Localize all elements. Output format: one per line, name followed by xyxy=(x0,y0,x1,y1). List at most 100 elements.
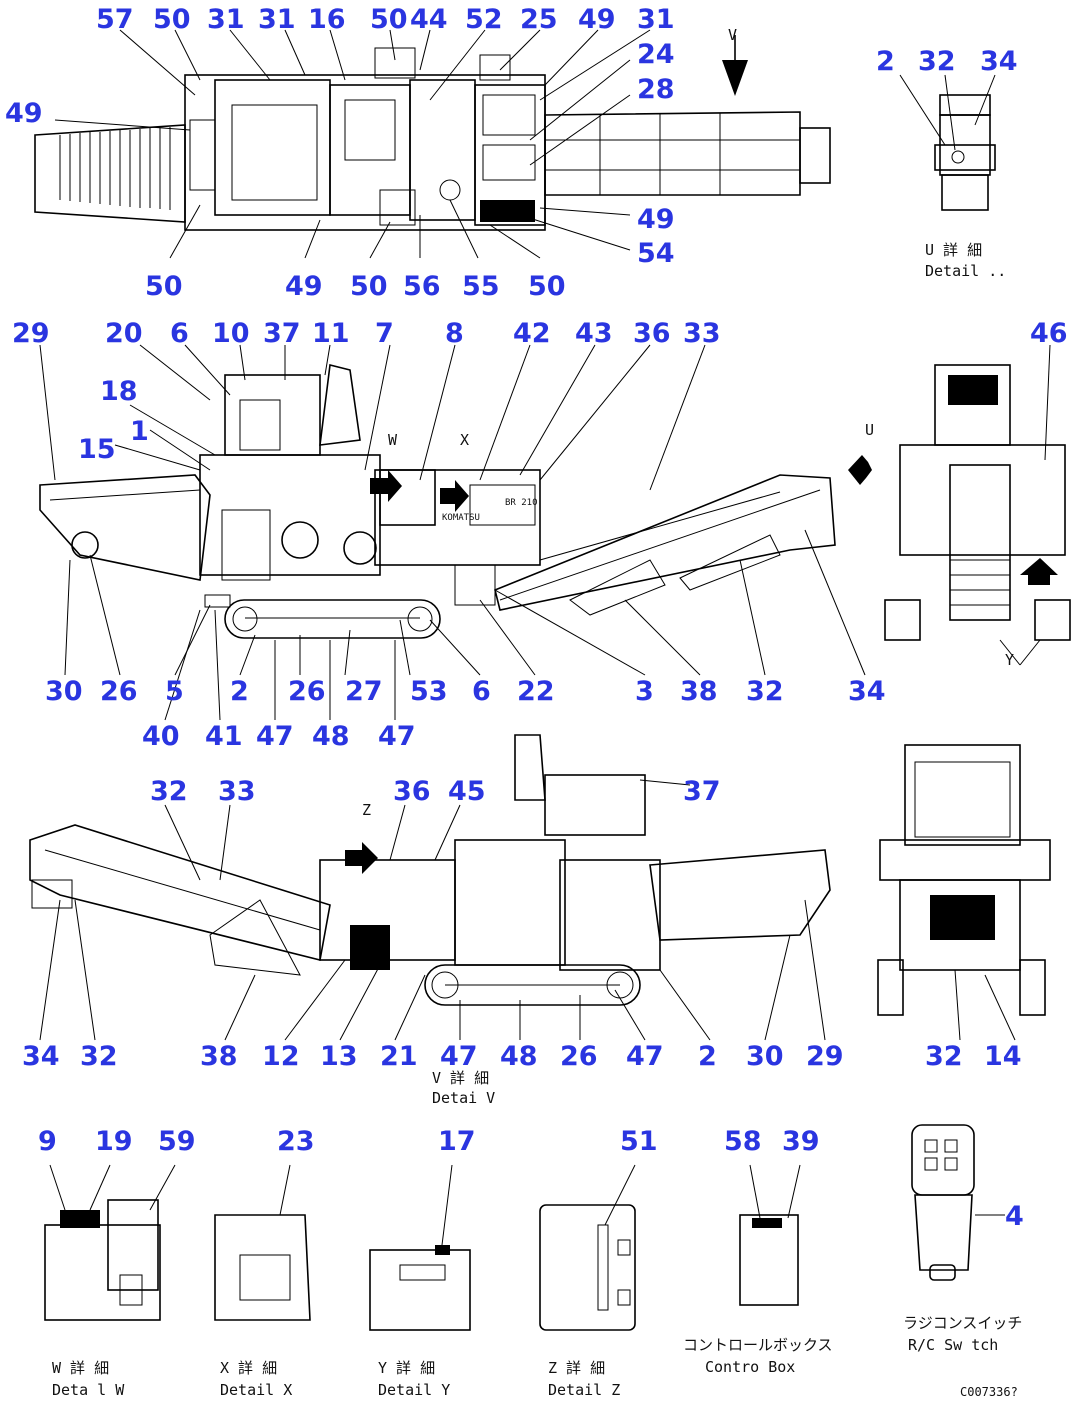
detail-w-drawing xyxy=(44,1164,176,1321)
callout-26: 26 xyxy=(100,676,138,707)
callout-40: 40 xyxy=(142,721,180,752)
callout-13: 13 xyxy=(320,1041,358,1072)
detail-w-caption-jp: W 詳 細 xyxy=(52,1359,109,1377)
top-view-drawing xyxy=(34,29,831,259)
callout-5: 5 xyxy=(165,676,184,707)
callout-36: 36 xyxy=(393,776,431,807)
callout-30: 30 xyxy=(746,1041,784,1072)
detail-x-caption-en: Detail X xyxy=(220,1381,292,1399)
view-marker-u: U xyxy=(865,421,874,439)
detail-z-caption-jp: Z 詳 細 xyxy=(548,1359,605,1377)
callout-3: 3 xyxy=(635,676,654,707)
callout-37: 37 xyxy=(683,776,721,807)
detail-z-drawing xyxy=(539,1164,636,1331)
callout-6: 6 xyxy=(472,676,491,707)
callout-28: 28 xyxy=(637,74,675,105)
callout-38: 38 xyxy=(200,1041,238,1072)
remote-caption-en: R/C Sw tch xyxy=(908,1336,998,1354)
side-view-2-drawing xyxy=(29,734,831,1041)
detail-u-caption-jp: U 詳 細 xyxy=(925,241,982,259)
callout-18: 18 xyxy=(100,376,138,407)
callout-50: 50 xyxy=(350,271,388,302)
callout-20: 20 xyxy=(105,318,143,349)
callout-32: 32 xyxy=(150,776,188,807)
callout-14: 14 xyxy=(984,1041,1022,1072)
callout-57: 57 xyxy=(96,4,134,35)
callout-2: 2 xyxy=(230,676,249,707)
callout-48: 48 xyxy=(500,1041,538,1072)
callout-49: 49 xyxy=(285,271,323,302)
callout-23: 23 xyxy=(277,1126,315,1157)
callout-22: 22 xyxy=(517,676,555,707)
remote-caption-jp: ラジコンスイッチ xyxy=(903,1314,1022,1332)
callout-34: 34 xyxy=(22,1041,60,1072)
callout-26: 26 xyxy=(288,676,326,707)
callout-41: 41 xyxy=(205,721,243,752)
detail-x-drawing xyxy=(214,1164,311,1321)
callout-6: 6 xyxy=(170,318,189,349)
callout-36: 36 xyxy=(633,318,671,349)
callout-32: 32 xyxy=(80,1041,118,1072)
callout-48: 48 xyxy=(312,721,350,752)
callout-25: 25 xyxy=(520,4,558,35)
callout-50: 50 xyxy=(145,271,183,302)
view-marker-z: Z xyxy=(362,801,371,819)
callout-50: 50 xyxy=(153,4,191,35)
callout-11: 11 xyxy=(312,318,350,349)
callout-30: 30 xyxy=(45,676,83,707)
machine-model-label: BR 210 xyxy=(505,498,538,508)
callout-31: 31 xyxy=(207,4,245,35)
callout-31: 31 xyxy=(258,4,296,35)
front-view-drawing xyxy=(848,344,1071,666)
callout-50: 50 xyxy=(370,4,408,35)
callout-7: 7 xyxy=(375,318,394,349)
detail-w-caption-en: Deta l W xyxy=(52,1381,125,1399)
detail-u-caption-en: Detail .. xyxy=(925,262,1006,280)
callout-50: 50 xyxy=(528,271,566,302)
callout-39: 39 xyxy=(782,1126,820,1157)
callout-32: 32 xyxy=(746,676,784,707)
callout-51: 51 xyxy=(620,1126,658,1157)
callout-38: 38 xyxy=(680,676,718,707)
callout-47: 47 xyxy=(256,721,294,752)
callout-49: 49 xyxy=(578,4,616,35)
callout-49: 49 xyxy=(5,98,43,129)
callout-1: 1 xyxy=(130,416,149,447)
callout-49: 49 xyxy=(637,204,675,235)
detail-u-drawing xyxy=(899,74,996,211)
detail-x-caption-jp: X 詳 細 xyxy=(220,1359,277,1377)
callout-21: 21 xyxy=(380,1041,418,1072)
callout-31: 31 xyxy=(637,4,675,35)
callout-33: 33 xyxy=(218,776,256,807)
drawing-code: C007336? xyxy=(960,1385,1018,1399)
callout-42: 42 xyxy=(513,318,551,349)
callout-2: 2 xyxy=(876,46,895,77)
callout-29: 29 xyxy=(12,318,50,349)
callout-9: 9 xyxy=(38,1126,57,1157)
callout-46: 46 xyxy=(1030,318,1068,349)
callout-26: 26 xyxy=(560,1041,598,1072)
callout-55: 55 xyxy=(462,271,500,302)
callout-56: 56 xyxy=(403,271,441,302)
detail-y-drawing xyxy=(369,1164,471,1331)
callout-17: 17 xyxy=(438,1126,476,1157)
callout-47: 47 xyxy=(626,1041,664,1072)
detail-y-caption-en: Detail Y xyxy=(378,1381,450,1399)
view-marker-y: Y xyxy=(1005,651,1014,669)
view-marker-x: X xyxy=(460,431,469,449)
callout-32: 32 xyxy=(918,46,956,77)
callout-37: 37 xyxy=(263,318,301,349)
callout-47: 47 xyxy=(440,1041,478,1072)
detail-v-caption-en: Detai V xyxy=(432,1089,495,1107)
detail-z-caption-en: Detail Z xyxy=(548,1381,620,1399)
machine-brand-label: KOMATSU xyxy=(442,513,480,523)
view-marker-v: V xyxy=(728,26,737,44)
callout-33: 33 xyxy=(683,318,721,349)
callout-16: 16 xyxy=(308,4,346,35)
control-box-caption-jp: コントロールボックス xyxy=(683,1336,833,1354)
callout-10: 10 xyxy=(212,318,250,349)
callout-58: 58 xyxy=(724,1126,762,1157)
callout-27: 27 xyxy=(345,676,383,707)
rear-view-drawing xyxy=(877,744,1051,1041)
